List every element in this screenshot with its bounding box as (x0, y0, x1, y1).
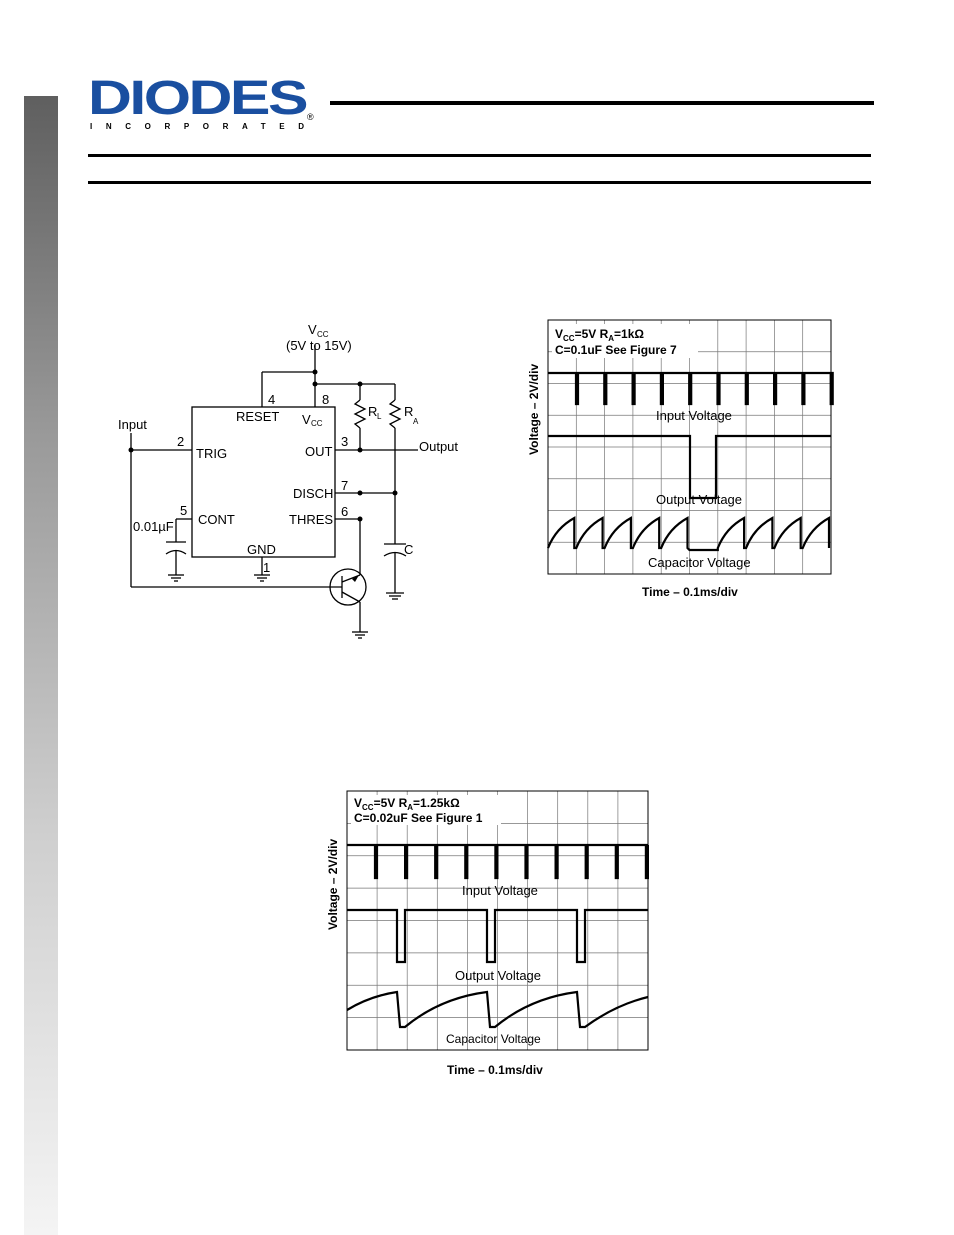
resistor-rl (353, 399, 367, 429)
svg-text:VCC=5V RA=1.25kΩ: VCC=5V RA=1.25kΩ (354, 796, 460, 812)
header-rule-1 (88, 154, 871, 157)
header-rule-2 (88, 181, 871, 184)
svg-text:V: V (308, 322, 317, 337)
svg-text:THRES: THRES (289, 512, 333, 527)
svg-text:1: 1 (263, 560, 270, 575)
svg-text:GND: GND (247, 542, 276, 557)
scope2-grid (347, 791, 648, 1050)
svg-text:CC: CC (311, 419, 323, 428)
scope2-ylabel: Voltage – 2V/div (326, 839, 340, 930)
scope2-xlabel: Time – 0.1ms/div (447, 1063, 543, 1077)
svg-text:Output: Output (419, 439, 458, 454)
svg-text:DISCH: DISCH (293, 486, 333, 501)
scope1-capacitor-trace (546, 516, 831, 552)
monostable-circuit-schematic: V CC (5V to 15V) 4 8 RESET V CC R L R A … (118, 322, 458, 639)
scope1-xlabel: Time – 0.1ms/div (642, 585, 738, 599)
ic-555-body (191, 406, 336, 558)
svg-text:C=0.1uF See Figure 7: C=0.1uF See Figure 7 (555, 343, 677, 357)
svg-text:RESET: RESET (236, 409, 279, 424)
scope1-output-label: Output Voltage (656, 492, 742, 507)
resistor-ra (388, 399, 402, 429)
svg-text:Input: Input (118, 417, 147, 432)
svg-text:A: A (413, 417, 419, 426)
logo-brand: DIODES (88, 74, 307, 125)
scope-plot-1: VCC=5V RA=1kΩ C=0.1uF See Figure 7 Input… (527, 319, 834, 599)
svg-text:CC: CC (317, 330, 329, 339)
svg-text:R: R (368, 404, 377, 419)
svg-text:VCC=5V RA=1kΩ: VCC=5V RA=1kΩ (555, 327, 644, 343)
scope2-input-trace (347, 843, 649, 880)
svg-text:0.01µF: 0.01µF (133, 519, 174, 534)
diodes-logo: DIODES INCORPORATED ® (88, 74, 314, 131)
svg-text:7: 7 (341, 478, 348, 493)
svg-text:4: 4 (268, 392, 275, 407)
svg-text:(5V to 15V): (5V to 15V) (286, 338, 352, 353)
svg-text:5: 5 (180, 503, 187, 518)
transistor-pnp (329, 568, 367, 606)
svg-text:3: 3 (341, 434, 348, 449)
scope1-output-trace (548, 434, 831, 500)
svg-text:8: 8 (322, 392, 329, 407)
svg-text:V: V (302, 412, 311, 427)
header-rule-top (330, 101, 874, 105)
side-gradient-bar (24, 96, 58, 1235)
scope2-output-label: Output Voltage (455, 968, 541, 983)
svg-text:TRIG: TRIG (196, 446, 227, 461)
logo-registered: ® (307, 112, 314, 122)
scope1-input-label: Input Voltage (656, 408, 732, 423)
svg-text:C: C (404, 542, 413, 557)
scope1-ylabel: Voltage – 2V/div (527, 364, 541, 455)
scope1-input-trace (548, 371, 834, 406)
svg-text:6: 6 (341, 504, 348, 519)
svg-text:2: 2 (177, 434, 184, 449)
svg-text:CONT: CONT (198, 512, 235, 527)
scope2-capacitor-trace (346, 990, 649, 1029)
scope1-cap-label: Capacitor Voltage (648, 555, 751, 570)
scope2-input-label: Input Voltage (462, 883, 538, 898)
svg-text:C=0.02uF See Figure 1: C=0.02uF See Figure 1 (354, 811, 483, 825)
svg-text:OUT: OUT (305, 444, 333, 459)
svg-text:R: R (404, 404, 413, 419)
scope2-cap-label: Capacitor Voltage (446, 1032, 541, 1046)
scope-plot-2: VCC=5V RA=1.25kΩ C=0.02uF See Figure 1 I… (326, 790, 649, 1077)
scope2-output-trace (347, 908, 648, 964)
svg-text:L: L (377, 412, 382, 421)
